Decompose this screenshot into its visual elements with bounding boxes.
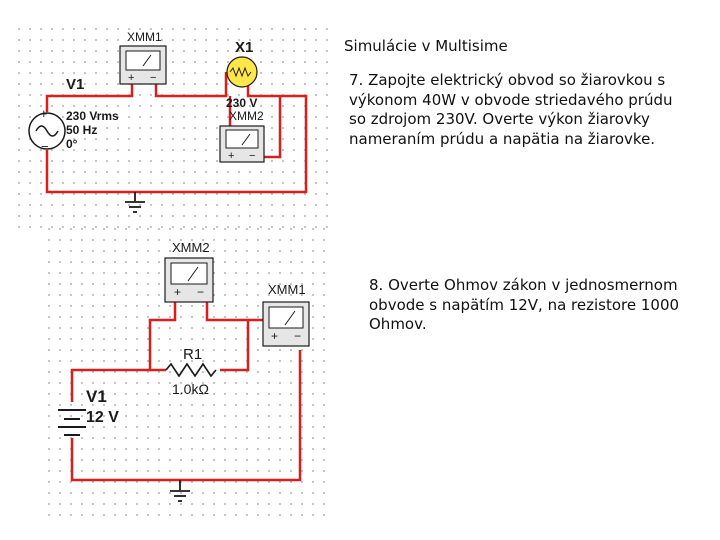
lamp-name: X1 bbox=[235, 39, 253, 56]
resistor-value: 1.0kΩ bbox=[172, 381, 209, 397]
lamp-x1[interactable] bbox=[226, 56, 258, 88]
ac-multimeter-xmm2[interactable]: + − bbox=[219, 125, 265, 163]
svg-text:−: − bbox=[249, 150, 255, 162]
battery-voltage: 12 V bbox=[86, 409, 119, 426]
ac-source-phase: 0° bbox=[66, 137, 78, 151]
ac-source-name: V1 bbox=[66, 76, 84, 93]
resistor-name: R1 bbox=[183, 346, 202, 363]
svg-text:+: + bbox=[271, 329, 278, 343]
dc-circuit: R1 1.0kΩ V1 12 V XMM2 + − XMM1 + − bbox=[48, 228, 330, 520]
battery-name: V1 bbox=[86, 387, 107, 406]
svg-text:−: − bbox=[41, 139, 49, 154]
dc-ground-symbol bbox=[170, 480, 190, 502]
resistor-r1[interactable] bbox=[165, 362, 217, 378]
svg-text:−: − bbox=[197, 285, 204, 299]
ac-source-frequency: 50 Hz bbox=[66, 123, 97, 137]
dc-multimeter-xmm1[interactable]: + − bbox=[262, 301, 310, 347]
ac-ground-symbol bbox=[125, 192, 145, 213]
svg-text:+: + bbox=[174, 285, 181, 299]
ac-source[interactable]: + − bbox=[28, 106, 66, 154]
ac-meter1-label: XMM1 bbox=[127, 30, 162, 44]
svg-text:+: + bbox=[128, 72, 134, 84]
dc-battery[interactable] bbox=[58, 409, 86, 436]
svg-text:−: − bbox=[294, 329, 301, 343]
dc-multimeter-xmm2[interactable]: + − bbox=[164, 257, 214, 303]
task-8-text: 8. Overte Ohmov zákon v jednosmernom obv… bbox=[369, 276, 680, 333]
svg-text:−: − bbox=[150, 72, 156, 84]
ac-multimeter-xmm1[interactable]: + − bbox=[119, 45, 167, 85]
dc-meter-b-label: XMM1 bbox=[268, 282, 306, 297]
lamp-rating: 230 V bbox=[226, 96, 257, 110]
svg-text:+: + bbox=[228, 150, 234, 162]
ac-circuit: + − V1 230 Vrms 50 Hz 0° XMM1 + − X1 230… bbox=[18, 28, 332, 228]
ac-source-voltage: 230 Vrms bbox=[66, 109, 119, 123]
dc-meter-a-label: XMM2 bbox=[172, 240, 210, 255]
svg-text:+: + bbox=[40, 106, 48, 121]
task-7-text: 7. Zapojte elektrický obvod so žiarovkou… bbox=[349, 71, 673, 148]
ac-meter2-label: XMM2 bbox=[229, 109, 264, 123]
page-heading: Simulácie v Multisime bbox=[344, 37, 508, 55]
